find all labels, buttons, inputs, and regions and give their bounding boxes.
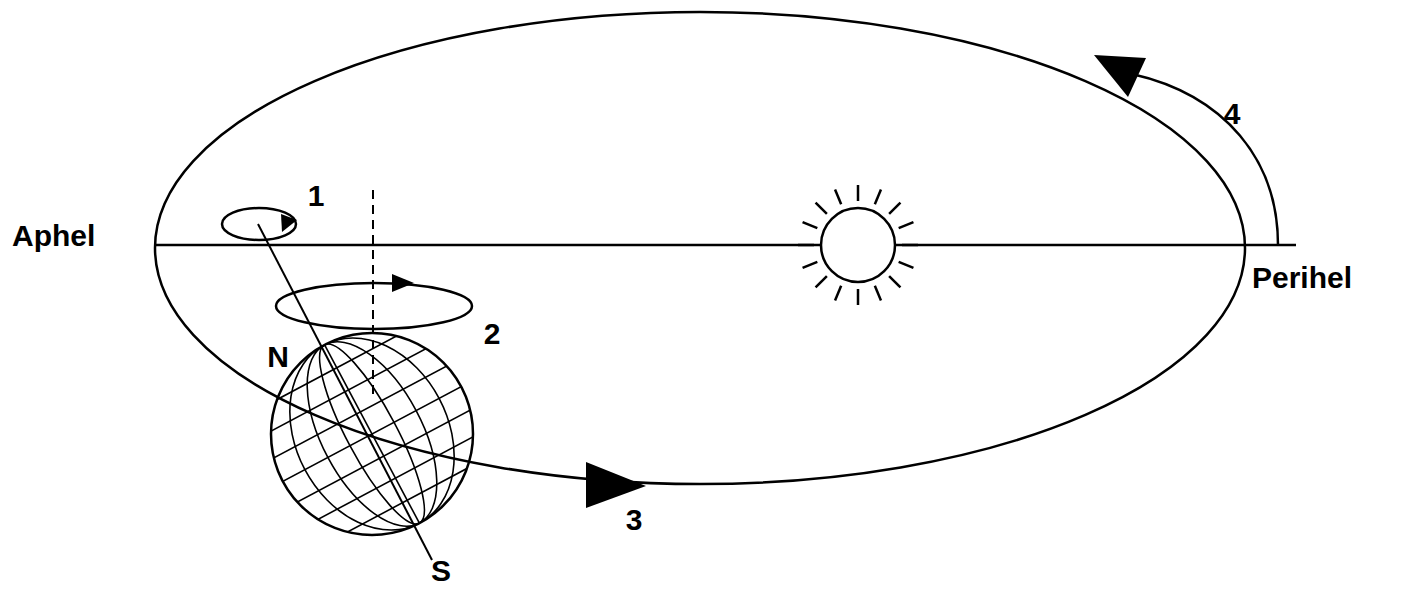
arrow-head bbox=[1094, 55, 1146, 97]
parallel bbox=[276, 396, 497, 513]
meridian bbox=[318, 333, 426, 536]
sun-ray bbox=[816, 203, 827, 214]
sun-ray bbox=[857, 289, 860, 305]
precession-circle bbox=[276, 283, 472, 329]
arrow-head bbox=[281, 214, 297, 232]
sun-ray bbox=[899, 222, 914, 228]
orbit-point-label: Perihel bbox=[1250, 262, 1354, 294]
ecliptic-normal bbox=[372, 190, 374, 400]
meridian bbox=[257, 309, 486, 559]
earth-axis bbox=[258, 224, 432, 560]
sun-ray bbox=[875, 286, 881, 301]
parallel bbox=[241, 330, 462, 447]
sun-ray bbox=[875, 190, 881, 205]
sun-ray bbox=[803, 262, 818, 268]
arrow-head bbox=[392, 274, 414, 292]
sun-symbol bbox=[798, 185, 918, 305]
orbit-ellipse bbox=[155, 12, 1245, 484]
sun-ray bbox=[857, 185, 860, 201]
parallel bbox=[229, 308, 450, 425]
apsidal-line bbox=[155, 244, 1296, 247]
sun-ray bbox=[889, 203, 900, 214]
sun-ray bbox=[889, 276, 900, 287]
sun-ray bbox=[816, 276, 827, 287]
globe-outline bbox=[271, 333, 473, 535]
sun-ray bbox=[803, 222, 818, 228]
parallel bbox=[299, 440, 520, 557]
callout-number: 2 bbox=[482, 318, 503, 350]
sun-ray bbox=[902, 244, 918, 247]
orbit-point-label: Aphel bbox=[10, 220, 97, 252]
arrow-head bbox=[586, 462, 646, 508]
motion-arrow bbox=[1132, 74, 1278, 245]
precession-circle bbox=[222, 208, 296, 240]
sun-disc bbox=[821, 208, 895, 282]
pole-label: N bbox=[265, 341, 291, 373]
callout-number: 3 bbox=[624, 504, 645, 536]
sun-ray bbox=[835, 286, 841, 301]
sun-ray bbox=[798, 244, 814, 247]
callout-number: 4 bbox=[1222, 98, 1243, 130]
parallel bbox=[288, 418, 509, 535]
earth-globe bbox=[211, 273, 540, 591]
pole-label: S bbox=[429, 555, 453, 587]
callout-number: 1 bbox=[306, 180, 327, 212]
sun-ray bbox=[899, 262, 914, 268]
sun-ray bbox=[835, 190, 841, 205]
parallel bbox=[264, 374, 485, 491]
